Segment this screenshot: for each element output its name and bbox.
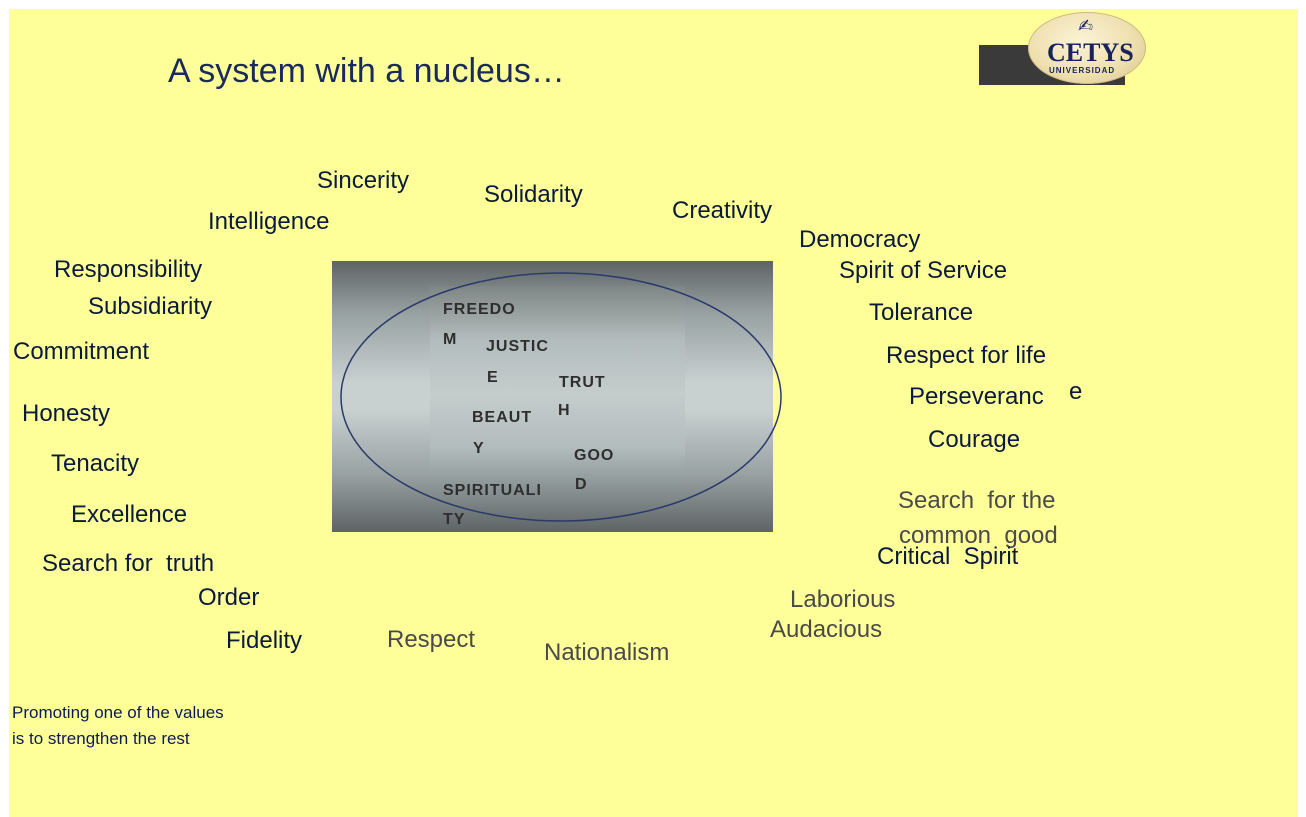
value-excellence: Excellence <box>71 501 188 528</box>
value-tenacity: Tenacity <box>51 450 140 477</box>
value-laborious: Laborious <box>790 586 896 613</box>
value-sincerity: Sincerity <box>317 167 410 194</box>
cetys-logo <box>1028 12 1146 84</box>
value-search-common-good-line2: common good <box>899 522 1058 549</box>
nucleus-word-good-2: D <box>575 476 588 493</box>
nucleus-inner-panel <box>430 286 685 502</box>
value-democracy: Democracy <box>799 226 921 253</box>
nucleus-word-beauty-1: BEAUT <box>472 409 533 426</box>
value-search-for-truth: Search for truth <box>42 550 215 577</box>
value-commitment: Commitment <box>13 338 150 365</box>
nucleus-word-beauty-2: Y <box>473 440 485 457</box>
value-spirit-of-service: Spirit of Service <box>839 257 1008 284</box>
value-perseverance: Perseveranc <box>909 383 1044 410</box>
value-honesty: Honesty <box>22 400 111 427</box>
nucleus-word-freedom-1: FREEDO <box>443 301 516 318</box>
value-search-common-good-line1: Search for the <box>898 487 1056 514</box>
torch-icon: ✍ <box>1078 16 1094 37</box>
value-perseverance-tail: e <box>1069 378 1083 405</box>
value-order: Order <box>198 584 260 611</box>
value-nationalism: Nationalism <box>544 639 670 666</box>
value-respect: Respect <box>387 626 476 653</box>
logo-subtitle: UNIVERSIDAD <box>1049 66 1116 75</box>
value-fidelity: Fidelity <box>226 627 303 654</box>
slide-title: A system with a nucleus… <box>168 52 565 90</box>
nucleus-word-spirituality-1: SPIRITUALI <box>443 482 542 499</box>
logo-name: CETYS <box>1047 38 1134 67</box>
value-critical-spirit: Critical Spirit <box>877 543 1019 570</box>
value-solidarity: Solidarity <box>484 181 583 208</box>
value-subsidiarity: Subsidiarity <box>88 293 213 320</box>
nucleus-word-truth-1: TRUT <box>559 374 606 391</box>
nucleus-word-justice-2: E <box>487 369 499 386</box>
footnote-line-1: Promoting one of the values <box>12 703 224 722</box>
nucleus-word-spirituality-2: TY <box>443 511 466 528</box>
value-courage: Courage <box>928 426 1021 453</box>
value-responsibility: Responsibility <box>54 256 203 283</box>
footnote-line-2: is to strengthen the rest <box>12 729 190 748</box>
nucleus-word-good-1: GOO <box>574 447 615 464</box>
value-respect-for-life: Respect for life <box>886 342 1047 369</box>
value-creativity: Creativity <box>672 197 773 224</box>
nucleus-word-justice-1: JUSTIC <box>486 338 549 355</box>
footnote: Promoting one of the values is to streng… <box>12 700 224 752</box>
value-audacious: Audacious <box>770 616 883 643</box>
value-tolerance: Tolerance <box>869 299 974 326</box>
value-intelligence: Intelligence <box>208 208 330 235</box>
nucleus-word-freedom-2: M <box>443 331 458 348</box>
nucleus-word-truth-2: H <box>558 402 571 419</box>
